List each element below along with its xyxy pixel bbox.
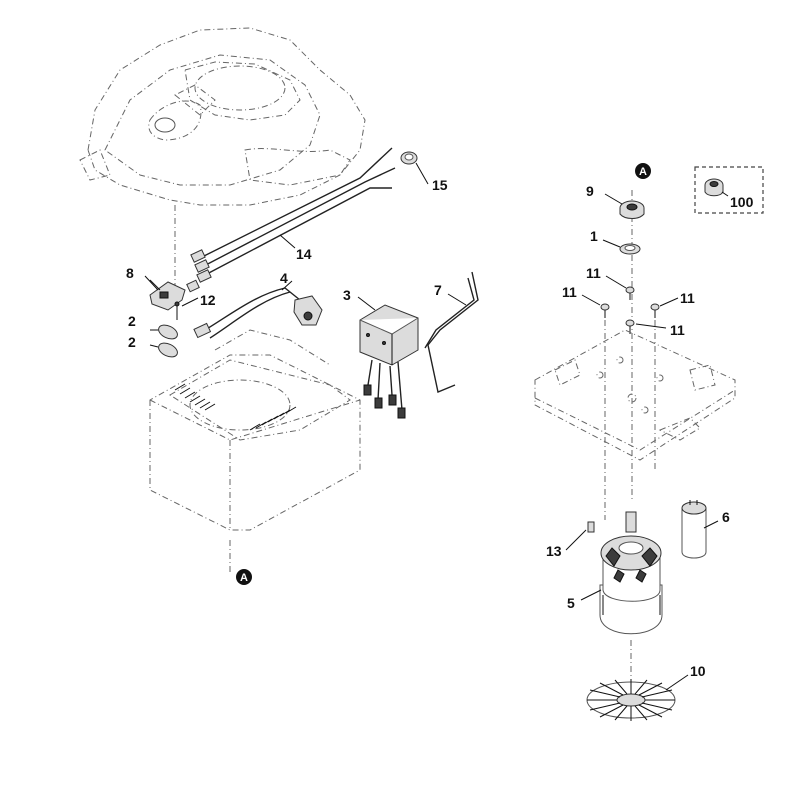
key-13 — [587, 521, 595, 533]
capacitor-6 — [681, 500, 707, 559]
connectors-2 — [149, 324, 178, 358]
label-part-9: 9 — [586, 183, 594, 199]
label-part-100: 100 — [730, 194, 754, 210]
label-part-10: 10 — [690, 663, 706, 679]
upper-housing — [79, 27, 366, 300]
label-part-6: 6 — [722, 509, 730, 525]
washer-1 — [619, 243, 641, 255]
mounting-plate — [534, 329, 736, 461]
screw-12 — [174, 301, 180, 320]
fan-10 — [586, 679, 676, 721]
label-part-11-left: 11 — [562, 284, 577, 300]
label-part-3: 3 — [343, 287, 351, 303]
label-part-11-top: 11 — [586, 265, 601, 281]
motor-5 — [599, 511, 663, 690]
bushing-15 — [400, 151, 418, 165]
label-part-1: 1 — [590, 228, 598, 244]
reference-a-top: A — [635, 163, 651, 179]
label-part-2-lower: 2 — [128, 334, 136, 350]
wire-harness-14 — [186, 147, 396, 293]
part-100-box — [694, 166, 764, 214]
capacitor-box-3 — [359, 304, 419, 419]
label-part-4: 4 — [280, 270, 288, 286]
screws-11 — [600, 286, 660, 334]
label-part-8: 8 — [126, 265, 134, 281]
label-part-5: 5 — [567, 595, 575, 611]
label-part-7: 7 — [434, 282, 442, 298]
switch-bracket-8 — [149, 279, 186, 311]
label-part-13: 13 — [546, 543, 562, 559]
reference-a-bottom-text: A — [240, 572, 248, 584]
lower-housing — [149, 329, 361, 575]
cap-9 — [619, 200, 645, 219]
label-part-15: 15 — [432, 177, 448, 193]
bracket-7 — [424, 271, 479, 393]
leader-lines — [144, 162, 729, 691]
label-part-11-bottom: 11 — [670, 322, 685, 338]
label-part-11-right: 11 — [680, 290, 695, 306]
reference-a-top-text: A — [639, 166, 647, 178]
label-part-14: 14 — [296, 246, 312, 262]
part-labels: 15 14 8 12 4 3 7 2 2 9 1 11 11 11 11 100… — [126, 177, 754, 679]
cooling-fins-left — [174, 383, 297, 431]
label-part-2-upper: 2 — [128, 313, 136, 329]
label-part-12: 12 — [200, 292, 216, 308]
reference-a-bottom: A — [236, 569, 252, 585]
